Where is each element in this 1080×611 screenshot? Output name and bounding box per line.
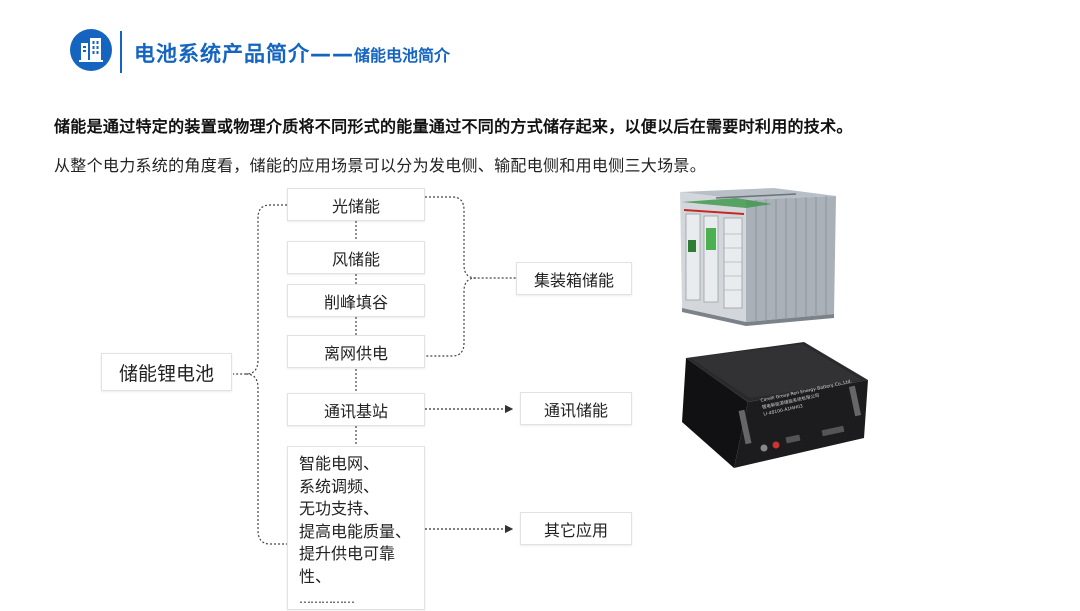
list-item: ……………: [299, 592, 355, 606]
page-subtitle: 储能电池简介: [354, 46, 451, 65]
list-item: 提高电能质量、: [299, 521, 412, 541]
app-box-peak-shaving: 削峰填谷: [287, 284, 425, 317]
building-logo-icon: [70, 29, 112, 71]
page-title: 电池系统产品简介——储能电池简介: [134, 38, 450, 68]
scenario-text: 从整个电力系统的角度看，储能的应用场景可以分为发电侧、输配电侧和用电侧三大场景。: [54, 156, 707, 175]
app-box-solar-storage: 光储能: [287, 188, 425, 221]
definition-text: 储能是通过特定的装置或物理介质将不同形式的能量通过不同的方式储存起来，以便以后在…: [54, 117, 853, 136]
product-box-container-storage: 集装箱储能: [516, 262, 632, 295]
list-item: 性、: [299, 566, 332, 586]
battery-module-image: Carelli Group Ren Energy Battery Co.,Ltd…: [676, 340, 870, 474]
product-box-other-applications: 其它应用: [520, 512, 632, 545]
title-main-text: 电池系统产品简介——: [134, 42, 354, 66]
root-box-lithium-storage: 储能锂电池: [101, 353, 232, 391]
app-box-wind-storage: 风储能: [287, 241, 425, 274]
list-item: 系统调频、: [299, 476, 380, 496]
building-icon: [79, 38, 103, 62]
app-box-other-list: 智能电网、 系统调频、 无功支持、 提高电能质量、 提升供电可靠 性、 ……………: [287, 446, 425, 610]
app-box-telecom-station: 通讯基站: [287, 393, 425, 426]
title-divider: [120, 31, 122, 73]
product-box-telecom-storage: 通讯储能: [520, 392, 632, 425]
list-item: 智能电网、: [299, 454, 380, 473]
container-storage-image: [680, 188, 836, 326]
list-item: 无功支持、: [299, 499, 380, 518]
list-item: 提升供电可靠: [299, 544, 396, 563]
app-box-off-grid: 离网供电: [287, 335, 425, 368]
